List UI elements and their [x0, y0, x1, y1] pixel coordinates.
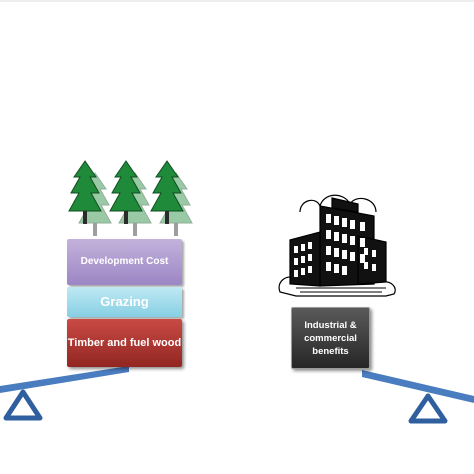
right-fulcrum	[408, 393, 448, 424]
development-cost-box: Development Cost	[67, 239, 182, 285]
grazing-label: Grazing	[100, 294, 149, 309]
industrial-label: Industrial & commercial benefits	[304, 319, 357, 357]
timber-label: Timber and fuel wood	[67, 336, 182, 349]
timber-box: Timber and fuel wood	[67, 319, 182, 367]
development-cost-label: Development Cost	[80, 256, 169, 267]
seesaw	[0, 366, 474, 424]
grazing-box: Grazing	[67, 287, 182, 317]
industrial-benefits-box: Industrial & commercial benefits	[291, 307, 370, 369]
trees-icon	[68, 160, 193, 237]
seesaw-left-beam	[0, 366, 129, 393]
building-icon	[278, 194, 396, 297]
seesaw-right-beam	[362, 370, 474, 403]
left-fulcrum	[3, 389, 43, 421]
